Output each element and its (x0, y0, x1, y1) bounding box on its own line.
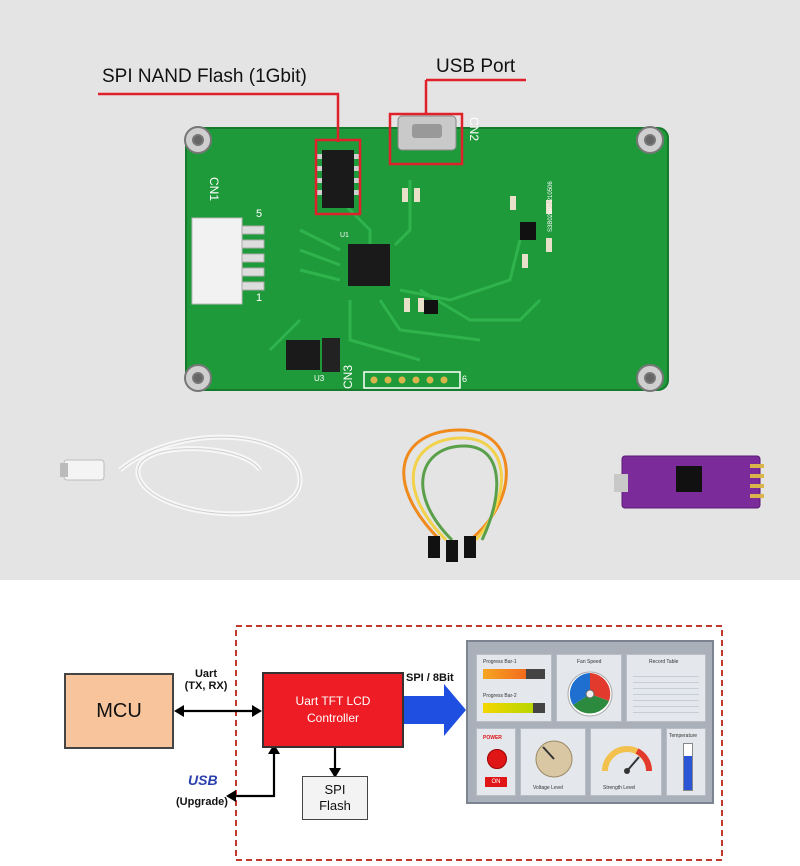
pin6-label: 6 (462, 374, 468, 384)
mcu-block: MCU (64, 673, 174, 749)
strength-pane: Strength Level (590, 728, 662, 796)
cn1-connector (191, 217, 243, 305)
u3-label: U3 (314, 374, 325, 383)
controller-label-line1: Uart TFT LCD (295, 694, 371, 708)
power-button-icon (487, 749, 507, 769)
controller-block: Uart TFT LCD Controller (262, 672, 404, 748)
cn2-label: CN2 (467, 116, 482, 142)
standoff-icon (184, 126, 664, 392)
controller-label-line2: Controller (306, 711, 360, 725)
serial-label: S3B028P7-210506 (548, 181, 554, 232)
main-chip-u1 (348, 244, 390, 286)
thermometer-icon (683, 743, 693, 791)
pin1-label: 1 (256, 292, 263, 304)
cn3-label: CN3 (341, 364, 356, 390)
product-photo: SPI NAND Flash (1Gbit) USB Port CN1 CN2 … (0, 0, 800, 580)
fan-icon (567, 671, 613, 717)
nand-chip (322, 150, 354, 208)
pin5-label: 5 (256, 208, 263, 220)
progress-bar-1-label: Progress Bar-1 (483, 659, 517, 665)
record-table-label: Record Table (649, 659, 679, 665)
usb-logo-icon: USB (188, 772, 218, 788)
strength-gauge-icon (602, 746, 652, 774)
usb-ttl-module-icon (614, 455, 764, 509)
upgrade-label: (Upgrade) (176, 796, 228, 808)
voltage-level-label: Voltage Level (533, 785, 564, 791)
power-label: POWER (483, 735, 502, 741)
progress-bar-2-label: Progress Bar-2 (483, 693, 517, 699)
temperature-label: Temperature (669, 733, 698, 739)
fan-speed-label: Fan Speed (577, 659, 602, 665)
callout-lines (98, 78, 526, 216)
voltage-knob-icon (535, 740, 573, 778)
diagram-connectors (174, 625, 723, 861)
uart-label: Uart (TX, RX) (176, 668, 236, 692)
regulator-u3 (286, 340, 320, 370)
flash-label-line1: SPI (324, 782, 346, 797)
on-indicator: ON (485, 777, 507, 787)
record-table-rows (633, 671, 699, 715)
record-table-pane: Record Table (626, 654, 706, 722)
temperature-pane: Temperature (666, 728, 706, 796)
spi-bus-arrow (404, 684, 466, 736)
uart-label-line2: (TX, RX) (184, 680, 228, 692)
voltage-pane: Voltage Level (520, 728, 586, 796)
cn1-label: CN1 (207, 176, 222, 202)
strength-level-label: Strength Level (603, 785, 636, 791)
hmi-screen-mockup: Progress Bar-1 Progress Bar-2 Fan Speed … (466, 640, 714, 804)
uart-label-line1: Uart (194, 668, 217, 680)
jumper-wires-icon (402, 428, 508, 562)
u1-label: U1 (340, 232, 349, 239)
dashed-boundary (235, 625, 723, 861)
usb-port-callout: USB Port (436, 56, 516, 77)
progress-bar-1 (483, 669, 545, 679)
cn3-header (363, 371, 461, 389)
progress-bar-2 (483, 703, 545, 713)
board-illustration (60, 78, 764, 562)
power-pane: POWER ON (476, 728, 516, 796)
nand-flash-callout: SPI NAND Flash (1Gbit) (102, 66, 307, 87)
progress-pane: Progress Bar-1 Progress Bar-2 (476, 654, 552, 722)
pcb-traces (268, 180, 542, 362)
spi-flash-block: SPI Flash (302, 776, 368, 820)
flash-label-line2: Flash (319, 798, 351, 813)
spi-bus-label: SPI / 8Bit (406, 672, 454, 684)
usb-cable-icon (60, 434, 303, 517)
fan-speed-pane: Fan Speed (556, 654, 622, 722)
